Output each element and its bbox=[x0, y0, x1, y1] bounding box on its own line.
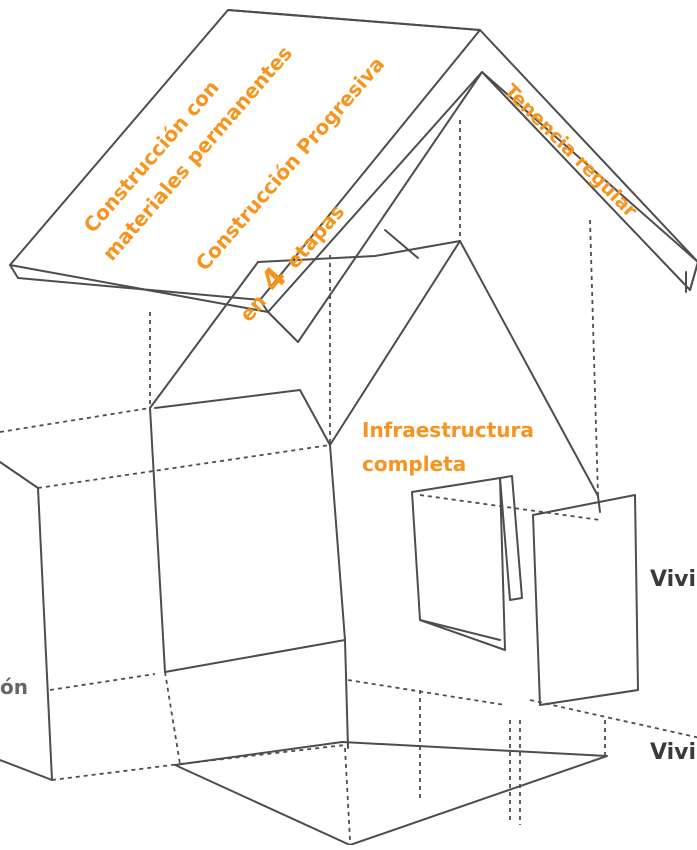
infrastructure-label-line1: Infraestructura bbox=[362, 418, 534, 442]
roof-label-progressive-suffix: etapas bbox=[281, 200, 349, 273]
floor-plate bbox=[174, 741, 608, 846]
left-label-partial: ón bbox=[0, 675, 28, 699]
left-block bbox=[0, 407, 346, 781]
door-panels bbox=[411, 475, 639, 706]
house-body bbox=[149, 240, 601, 749]
roof-label-tenure: Tenencia regular bbox=[499, 80, 641, 222]
roof-label-progressive-line1: Construcción Progresiva bbox=[191, 52, 390, 275]
roof-label-materials-line2: materiales permanentes bbox=[98, 41, 297, 265]
infrastructure-label-line2: completa bbox=[362, 452, 466, 476]
right-label-bottom: Vivi bbox=[650, 740, 696, 765]
right-label-top: Vivi bbox=[650, 567, 696, 592]
guide-lines bbox=[149, 120, 697, 841]
roof-label-progressive-prefix: en bbox=[235, 290, 271, 327]
roof bbox=[9, 9, 697, 343]
